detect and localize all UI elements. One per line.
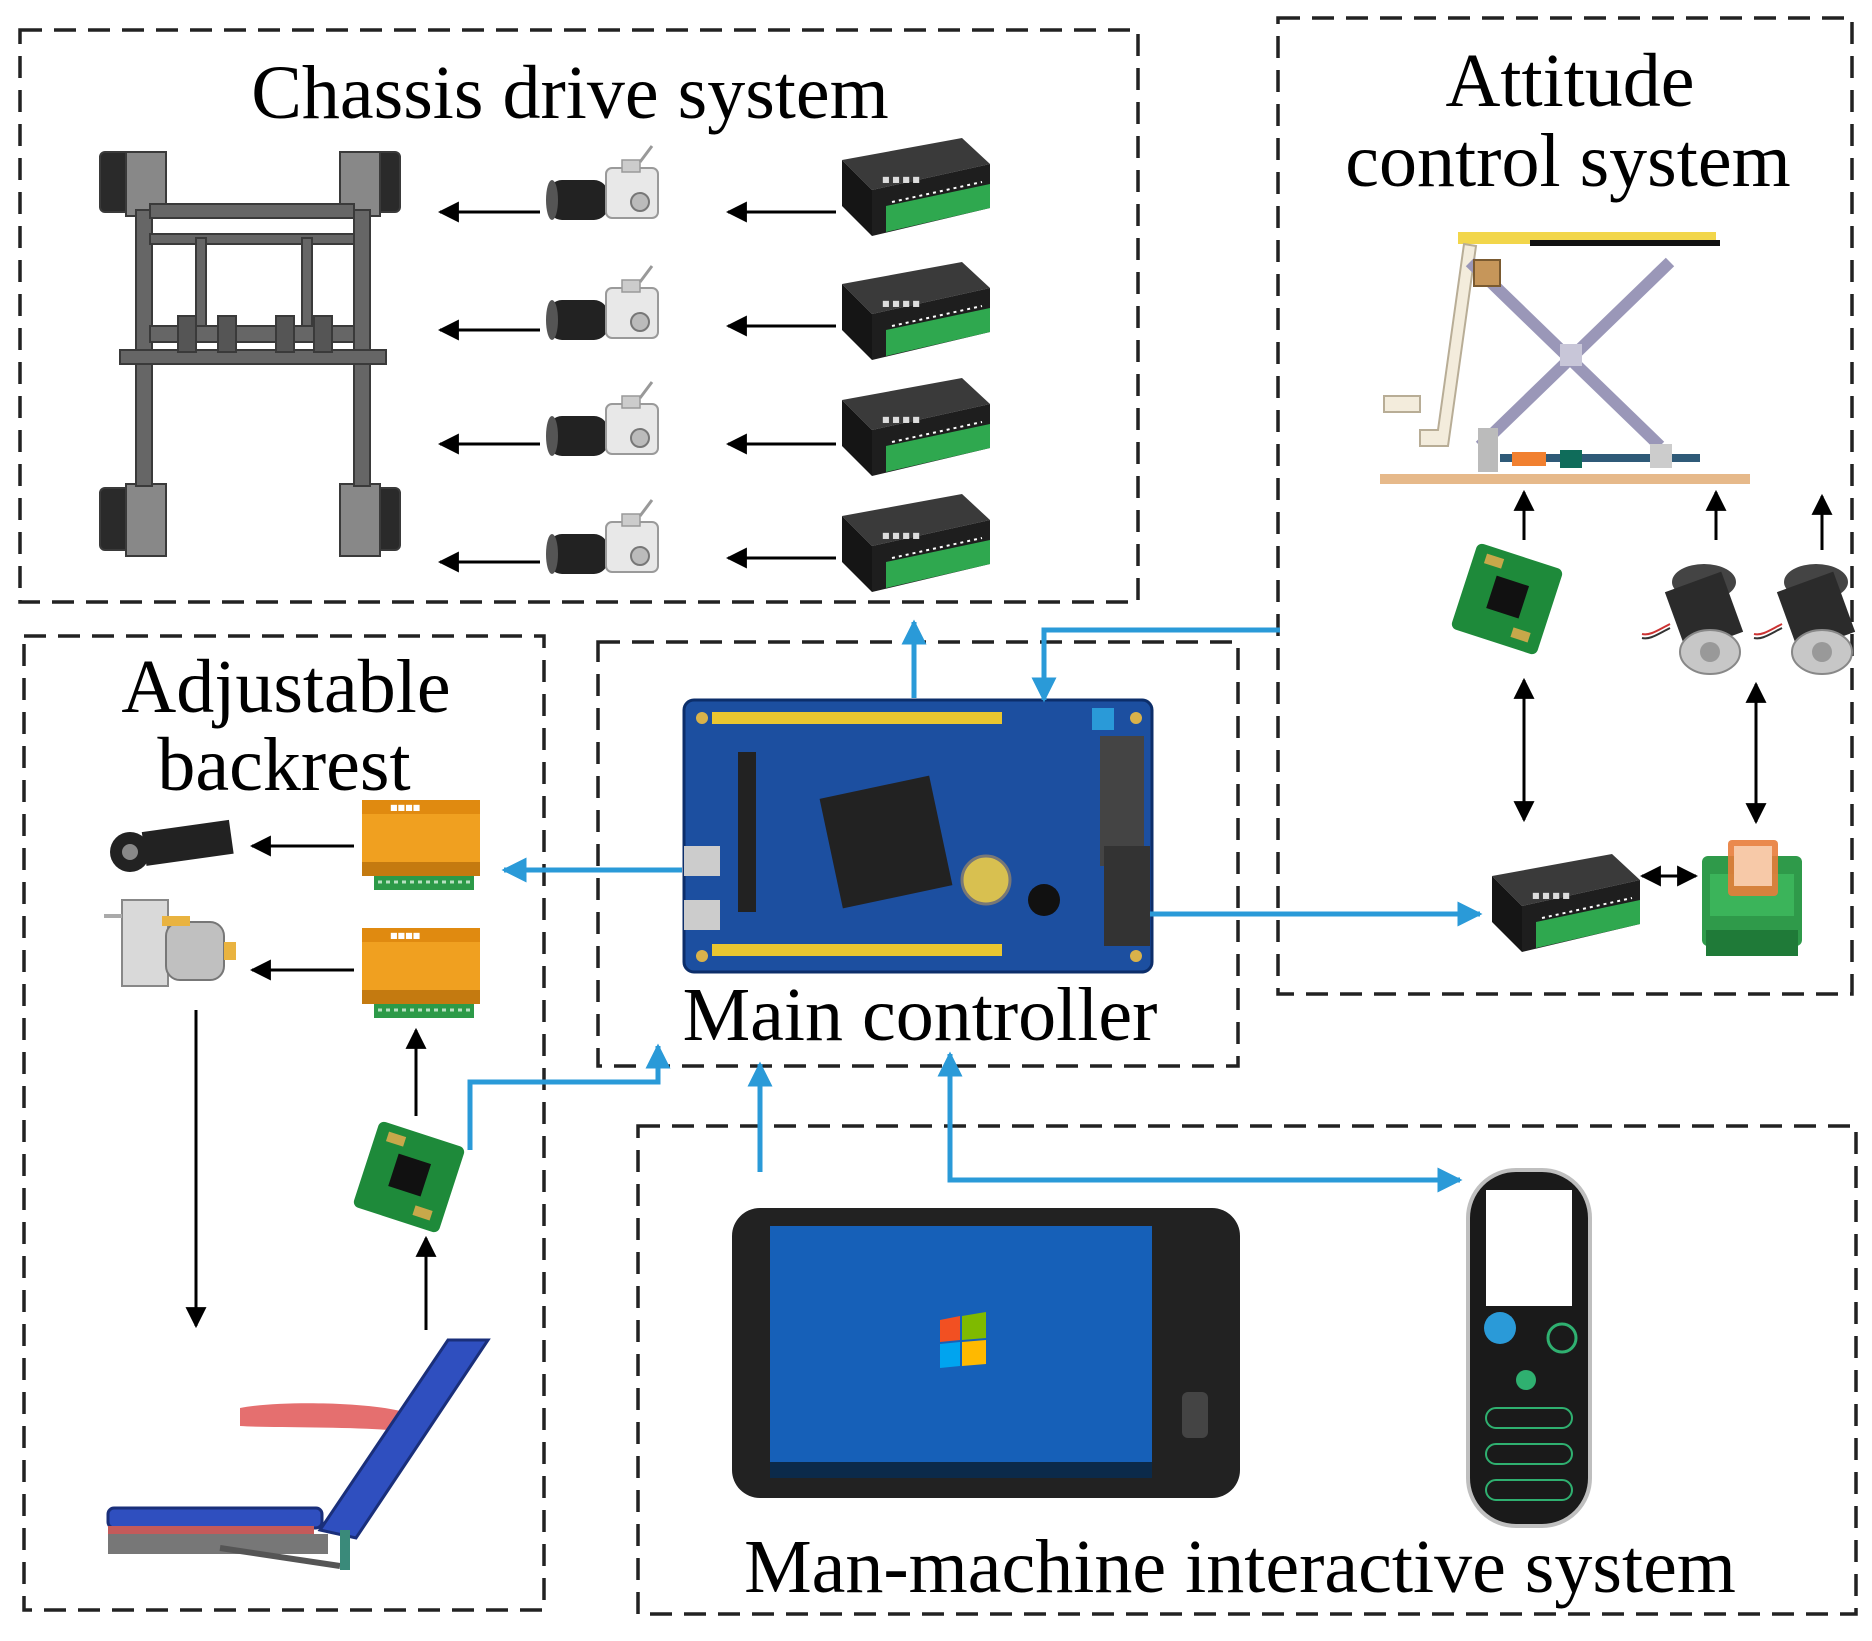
orange-driver-icon xyxy=(360,798,482,892)
main-controller-board-icon xyxy=(682,698,1154,974)
backrest-title-line1: Adjustable xyxy=(121,645,450,729)
motor-driver-icon xyxy=(1491,853,1641,953)
imu-sensor-icon xyxy=(1450,542,1564,656)
dc-motor-icon xyxy=(544,380,660,458)
tablet-icon xyxy=(732,1208,1240,1498)
chassis-arrows xyxy=(437,201,836,573)
motor-driver-icon xyxy=(841,493,991,593)
attitude-title-line1: Attitude xyxy=(1445,39,1694,123)
motor-driver-icon xyxy=(841,137,991,237)
gear-motor-icon xyxy=(104,899,236,987)
chassis-frame-icon xyxy=(99,151,401,557)
imu-sensor-icon xyxy=(352,1120,466,1234)
dc-motor-icon xyxy=(544,264,660,342)
dc-motor-icon xyxy=(544,498,660,576)
backrest-arrows xyxy=(185,835,437,1330)
wheelchair-seat-icon xyxy=(106,1338,491,1570)
motor-driver-icon xyxy=(841,261,991,361)
chassis-section-frame xyxy=(18,28,1140,604)
linear-actuator-icon xyxy=(1753,563,1857,675)
motor-driver-icon xyxy=(841,377,991,477)
relay-module-icon xyxy=(1702,840,1802,956)
attitude-section-frame xyxy=(1276,16,1854,996)
attitude-title-line2: control system xyxy=(1345,119,1790,203)
dc-motor-icon xyxy=(544,144,660,222)
main-controller-title: Main controller xyxy=(683,973,1158,1057)
orange-driver-icon xyxy=(360,926,482,1020)
attitude-arrows xyxy=(1513,489,1833,887)
linear-actuator-icon xyxy=(110,819,234,872)
hmi-section-frame xyxy=(636,1124,1858,1616)
backrest-section-frame xyxy=(22,634,546,1612)
backrest-title-line2: backrest xyxy=(157,723,410,807)
chassis-title: Chassis drive system xyxy=(251,51,889,135)
linear-actuator-icon xyxy=(1641,563,1745,675)
remote-control-icon xyxy=(1466,1168,1592,1528)
scissor-lift-icon xyxy=(1380,232,1750,484)
hmi-title: Man-machine interactive system xyxy=(744,1525,1736,1609)
controller-links xyxy=(467,619,1483,1193)
